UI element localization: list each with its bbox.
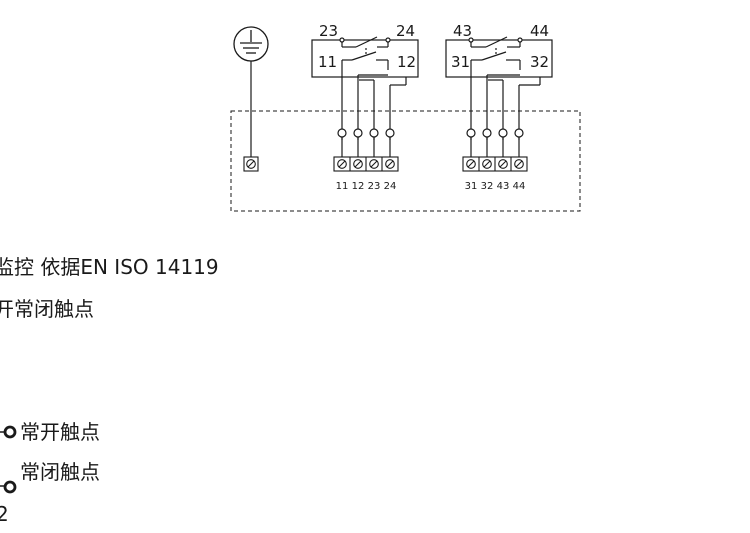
label-43: 43 <box>453 22 472 40</box>
label-44: 44 <box>530 22 549 40</box>
contact-block-left <box>311 36 419 140</box>
terminal-label: 43 <box>497 181 510 192</box>
label-23: 23 <box>319 22 338 40</box>
label-12: 12 <box>397 53 416 71</box>
enclosure-dashed-box <box>230 110 581 212</box>
legend-no-label: 常开触点 <box>20 420 100 444</box>
standard-line: 监控 依据EN ISO 14119 <box>0 255 219 279</box>
terminal-label: 12 <box>352 181 365 192</box>
ground-terminal <box>243 156 259 172</box>
label-31: 31 <box>451 53 470 71</box>
label-32: 32 <box>530 53 549 71</box>
terminal-label: 44 <box>513 181 526 192</box>
contact-line: 开常闭触点 <box>0 297 94 321</box>
label-24: 24 <box>396 22 415 40</box>
terminal-block-right <box>462 156 528 172</box>
plug-connectors <box>337 128 524 157</box>
terminal-label: 24 <box>384 181 397 192</box>
terminal-label: 11 <box>336 181 349 192</box>
nc-contact-legend-icon <box>0 480 17 494</box>
terminal-label: 31 <box>465 181 478 192</box>
contact-block-right <box>445 36 553 140</box>
legend-nc-label: 常闭触点 <box>20 460 100 484</box>
ground-icon <box>233 26 269 62</box>
terminal-block-left <box>333 156 399 172</box>
no-contact-legend-icon <box>0 425 17 439</box>
terminal-label: 32 <box>481 181 494 192</box>
label-11: 11 <box>318 53 337 71</box>
legend-number: 2 <box>0 502 9 526</box>
terminal-label: 23 <box>368 181 381 192</box>
